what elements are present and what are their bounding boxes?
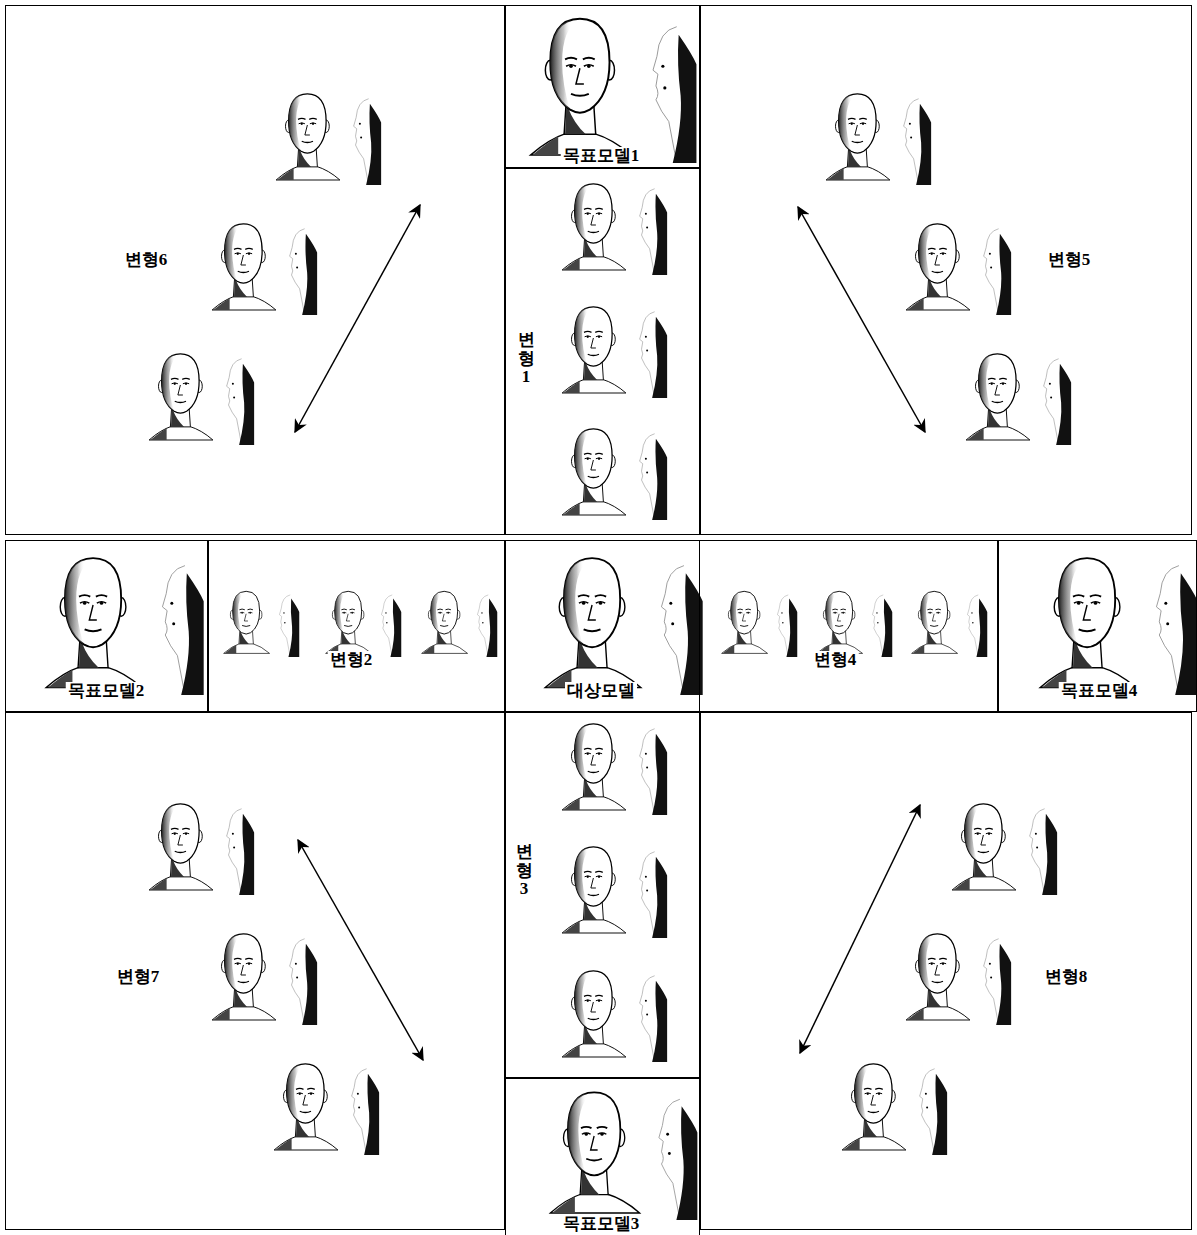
source-face — [545, 558, 703, 695]
figure-panel: 대상모델 — [505, 540, 700, 712]
morph-face — [326, 591, 402, 657]
morph-face — [562, 847, 667, 938]
figure-panel: 변형1 — [505, 168, 700, 535]
morph-face — [952, 804, 1057, 895]
morph-face — [906, 224, 1011, 315]
morph-face — [842, 1064, 947, 1155]
figure-panel: 변형2 — [208, 540, 505, 712]
figure-panel: 변형3 — [505, 712, 700, 1078]
target-face — [1040, 558, 1197, 695]
figure-panel: 변형7 — [5, 712, 505, 1230]
morph-face — [826, 94, 931, 185]
panel-label: 변형5 — [1046, 251, 1093, 270]
figure-panel: 변형8 — [700, 712, 1192, 1230]
target-face — [46, 558, 204, 695]
double-arrow — [298, 840, 423, 1060]
panel-label: 목표모델1 — [561, 147, 642, 166]
double-arrow — [800, 805, 920, 1053]
panel-label: 변형3 — [516, 841, 533, 901]
morph-face — [562, 724, 667, 815]
morph-face — [562, 971, 667, 1062]
morph-face — [276, 94, 381, 185]
panel-label: 변형6 — [123, 251, 170, 270]
figure-panel: 목표모델2 — [5, 540, 208, 712]
morph-face — [722, 591, 798, 657]
morph-face — [562, 184, 667, 275]
morph-face — [212, 934, 317, 1025]
figure-panel: 변형5 — [700, 5, 1192, 535]
target-face — [531, 19, 697, 163]
morph-face — [422, 591, 498, 657]
panel-label: 목표모델4 — [1059, 682, 1140, 701]
panel-label: 목표모델3 — [561, 1215, 642, 1234]
double-arrow — [295, 205, 420, 432]
panel-label: 변형8 — [1043, 968, 1090, 987]
morph-face — [817, 591, 893, 657]
morph-face — [149, 804, 254, 895]
figure-panel: 목표모델3 — [505, 1078, 700, 1235]
double-arrow — [798, 207, 925, 432]
morph-face — [149, 354, 254, 445]
figure-panel: 변형6 — [5, 5, 505, 535]
morph-face — [224, 591, 300, 657]
target-face — [550, 1092, 697, 1220]
panel-label: 변형2 — [328, 651, 375, 670]
morph-face — [562, 429, 667, 520]
panel-label: 변형1 — [518, 329, 535, 389]
figure-panel: 목표모델4 — [998, 540, 1197, 712]
panel-label: 대상모델 — [565, 682, 637, 701]
panel-label: 목표모델2 — [66, 682, 147, 701]
morph-face — [906, 934, 1011, 1025]
morph-face — [912, 591, 988, 657]
morph-face — [212, 224, 317, 315]
panel-label: 변형4 — [812, 651, 859, 670]
panel-label: 변형7 — [115, 968, 162, 987]
figure-panel: 변형4 — [700, 540, 998, 712]
morph-face — [966, 354, 1071, 445]
morph-face — [274, 1064, 379, 1155]
morph-face — [562, 307, 667, 398]
figure-panel: 목표모델1 — [505, 5, 700, 168]
